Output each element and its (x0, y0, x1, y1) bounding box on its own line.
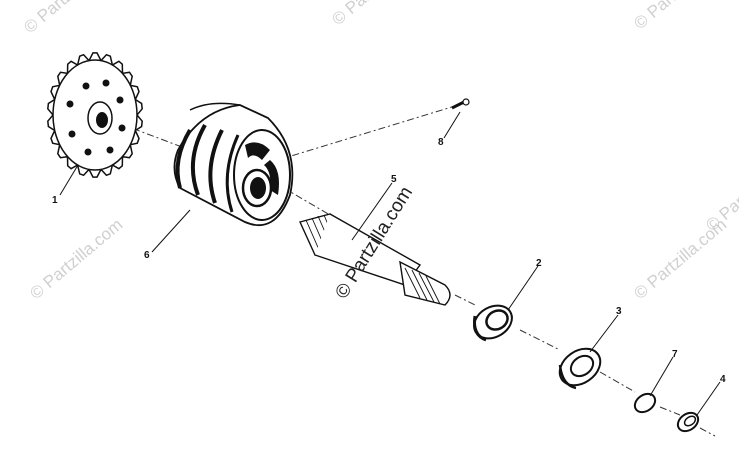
sprocket-part (47, 52, 143, 178)
bearing-part (473, 304, 513, 342)
pin-part (451, 98, 470, 110)
collar-part (676, 411, 700, 433)
watermark-top-right: © Partzilla.com (630, 0, 730, 33)
seal-part (558, 347, 602, 390)
clutch-drum-part (173, 102, 294, 227)
callout-7: 7 (672, 349, 678, 360)
callout-labels: 1 2 3 4 5 6 7 8 (52, 137, 726, 385)
watermark-right-edge: © Partzilla.com (702, 147, 739, 235)
watermark-mid-left: © Partzilla.com (26, 215, 126, 303)
callout-8: 8 (438, 137, 444, 148)
callout-5: 5 (391, 174, 397, 185)
callout-3: 3 (616, 306, 622, 317)
callout-6: 6 (144, 250, 150, 261)
callout-1: 1 (52, 195, 58, 206)
shaft-part (299, 213, 451, 306)
watermark-top-center: © Partzilla.com (328, 0, 428, 29)
leader-lines (59, 111, 721, 416)
watermark-top-left: © Partzilla.com (20, 0, 120, 37)
callout-4: 4 (720, 374, 726, 385)
snap-ring-part (633, 392, 657, 414)
callout-2: 2 (536, 258, 542, 269)
